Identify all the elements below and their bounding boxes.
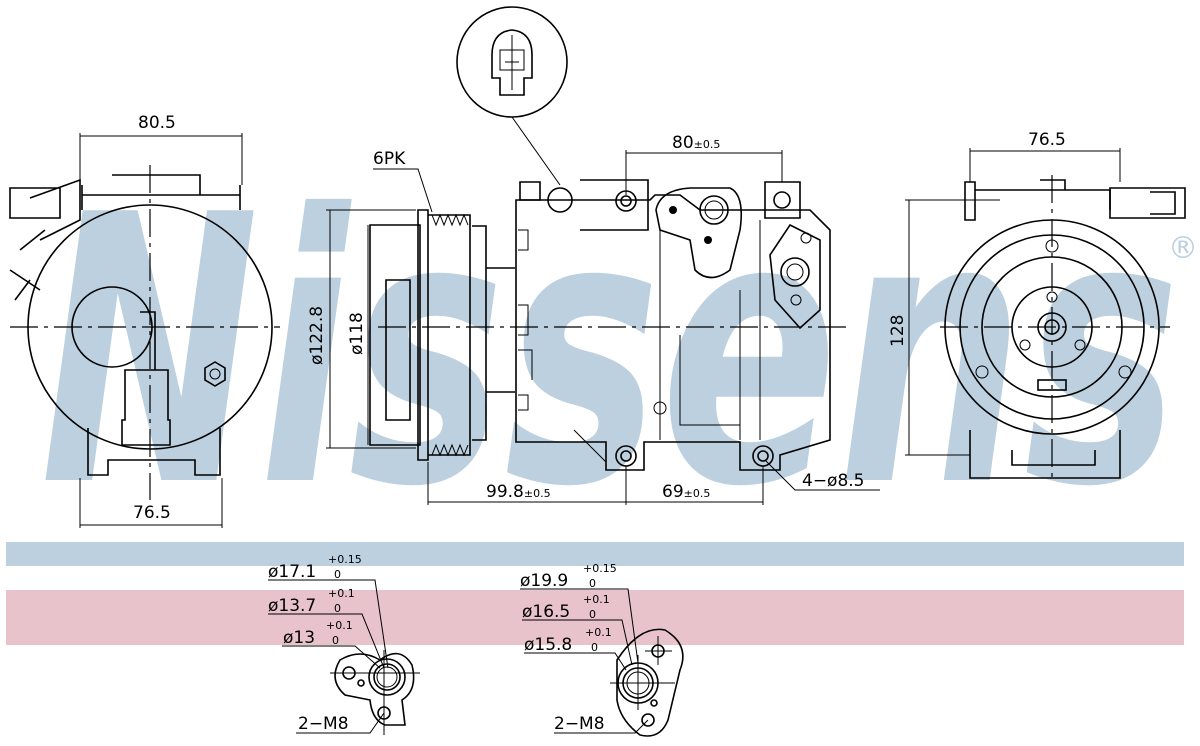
port-left-d1: ø17.1 <box>268 562 316 582</box>
dim-length-front: 99.8±0.5 <box>486 482 551 502</box>
left-view: 80.5 76.5 <box>9 113 280 528</box>
port-left-d2-tol-lower: 0 <box>334 602 341 615</box>
label-pulley-type: 6PK <box>373 149 406 169</box>
port-right-d2-tol-lower: 0 <box>589 608 596 621</box>
port-left-d2: ø13.7 <box>268 596 316 616</box>
port-left-d2-tol-upper: +0.1 <box>328 587 355 600</box>
port-left-d3-tol-upper: +0.1 <box>326 619 353 632</box>
connector-detail <box>456 6 568 186</box>
port-right-d2: ø16.5 <box>522 602 570 622</box>
port-left-d1-tol-lower: 0 <box>334 568 341 581</box>
registered-mark: ® <box>1168 231 1198 266</box>
port-right-d3: ø15.8 <box>524 635 572 655</box>
port-right-d2-tol-upper: +0.1 <box>583 593 610 606</box>
port-left-d3: ø13 <box>283 628 315 648</box>
side-view: ø122.8 ø118 6PK 80±0.5 99.8±0.5 69±0.5 4… <box>307 133 880 505</box>
port-detail-left: ø17.1 +0.15 0 ø13.7 +0.1 0 ø13 +0.1 0 2−… <box>268 553 420 735</box>
pink-band <box>6 590 1184 645</box>
port-left-d1-tol-upper: +0.15 <box>328 553 362 566</box>
dim-right-height: 128 <box>888 315 908 347</box>
port-left-d3-tol-lower: 0 <box>332 634 339 647</box>
dim-right-top-width: 76.5 <box>1028 130 1066 150</box>
dim-pulley-inner-diameter: ø118 <box>347 312 367 355</box>
port-right-thread: 2−M8 <box>554 714 605 734</box>
dim-mount-holes: 4−ø8.5 <box>802 471 865 491</box>
port-right-d3-tol-upper: +0.1 <box>585 626 612 639</box>
port-right-d1-tol-upper: +0.15 <box>583 562 617 575</box>
dim-left-top-width: 80.5 <box>138 113 176 133</box>
port-right-d1-tol-lower: 0 <box>589 577 596 590</box>
blue-band <box>6 542 1184 566</box>
dim-left-bottom-width: 76.5 <box>133 503 171 523</box>
port-left-thread: 2−M8 <box>298 714 349 734</box>
nissens-watermark: Nissens <box>40 138 1180 568</box>
port-right-d1: ø19.9 <box>520 571 568 591</box>
dim-mount-spacing-top: 80±0.5 <box>672 133 720 153</box>
right-view: 76.5 128 <box>888 130 1186 480</box>
port-detail-right: ø19.9 +0.15 0 ø16.5 +0.1 0 ø15.8 +0.1 0 … <box>520 562 684 737</box>
dim-length-rear: 69±0.5 <box>662 482 710 502</box>
port-right-d3-tol-lower: 0 <box>591 641 598 654</box>
dim-pulley-outer-diameter: ø122.8 <box>307 306 327 365</box>
